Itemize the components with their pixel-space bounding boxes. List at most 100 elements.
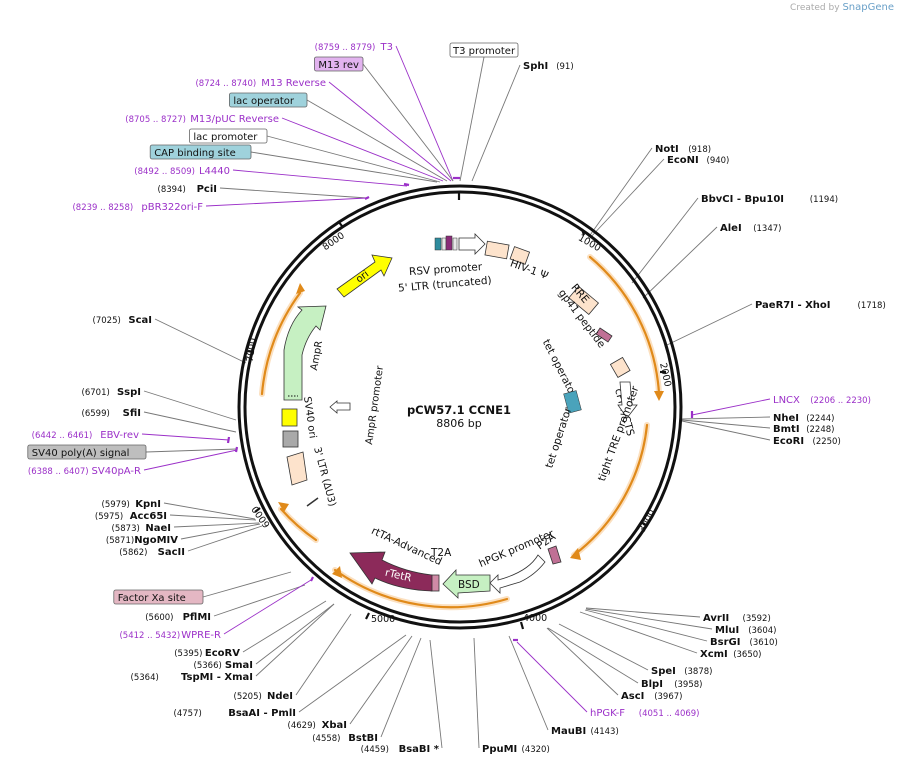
leader-line [154, 318, 247, 364]
primer-range: (8724 .. 8740) [195, 79, 256, 89]
enzyme-name: SspI [117, 387, 141, 398]
cds-arc-4-line [279, 507, 318, 542]
left-label-13: EBV-rev(6442 .. 6461) [32, 430, 139, 441]
leader-line [163, 502, 256, 520]
leader-line [558, 623, 649, 671]
leader-line [473, 637, 480, 749]
left-label-12: SfiI(6599) [82, 408, 141, 419]
primer-range: (8759 .. 8779) [315, 43, 376, 53]
cds-arc-3-line [333, 568, 509, 609]
enzyme-name: SphI [523, 61, 548, 72]
leader-line [213, 584, 306, 617]
rtetr-label: rTetR [384, 567, 413, 585]
enzyme-position: (1194) [810, 195, 838, 205]
primer-name: hPGK-F [590, 708, 625, 719]
enzyme-name: BmtI [773, 424, 800, 435]
primer-name: M13/pUC Reverse [190, 114, 279, 125]
leader-line [508, 635, 549, 731]
enzyme-name: BsaBI * [399, 744, 440, 755]
enzyme-name: AleI [720, 223, 742, 234]
leader-line [306, 99, 448, 182]
tick-label-3000: 3000 [637, 508, 658, 535]
leader-line [471, 64, 521, 182]
leader-line [579, 611, 698, 654]
right-label-18: hPGK-F(4051 .. 4069) [590, 708, 700, 719]
enzyme-position: (3610) [750, 638, 778, 648]
left-label-15: SV40pA-R(6388 .. 6407) [28, 466, 141, 477]
label-box [313, 56, 364, 72]
enzyme-name: PciI [197, 184, 217, 195]
leader-line [516, 641, 588, 713]
leader-line [145, 448, 238, 453]
primer-name: WPRE-R [181, 630, 221, 641]
enzyme-position: (5871) [106, 536, 134, 546]
tet-operator-1-label: tet operator [540, 338, 580, 400]
ltr3-box [286, 451, 308, 486]
ampr-arrow [283, 305, 327, 401]
enzyme-position: (940) [707, 156, 730, 166]
feature-label: lac operator [233, 96, 294, 107]
enzyme-name: NgoMIV [134, 535, 178, 546]
leader-line [255, 603, 335, 665]
leader-line [143, 449, 238, 471]
enzyme-name: PpuMI [482, 744, 517, 755]
label-box [188, 128, 268, 144]
rtta-arrow [349, 551, 433, 592]
enzyme-position: (4320) [522, 745, 550, 755]
enzyme-position: (2250) [813, 437, 841, 447]
leader-line [173, 522, 260, 528]
leader-line [349, 635, 413, 725]
rsv-small-4 [452, 237, 458, 251]
right-label-11: AvrII(3592) [703, 613, 771, 624]
enzyme-position: (3958) [674, 680, 702, 690]
label-box [228, 92, 308, 108]
enzyme-position: (5979) [102, 500, 130, 510]
enzyme-position: (4629) [288, 721, 316, 731]
leader-line [242, 600, 327, 653]
arrowhead-3 [332, 566, 342, 578]
primer-name: SV40pA-R [92, 466, 141, 477]
enzyme-name: SacII [158, 547, 185, 558]
enzyme-position: (5862) [119, 548, 147, 558]
label-box [113, 589, 204, 605]
ori-arrow [336, 254, 393, 298]
primer-range: (8492 .. 8509) [134, 167, 195, 177]
right-label-15: SpeI(3878) [651, 666, 712, 677]
enzyme-name: NotI [655, 144, 679, 155]
left-label-4: M13/pUC Reverse(8705 .. 8727) [125, 114, 279, 125]
left-label-10: ScaI(7025) [93, 315, 152, 326]
right-label-12: MluI(3604) [715, 625, 776, 636]
rsv-small-2 [441, 237, 447, 251]
enzyme-name: BsrGI [710, 637, 740, 648]
right-label-10: EcoRI(2250) [773, 436, 841, 447]
leader-line [266, 135, 441, 183]
enzyme-position: (4757) [174, 709, 202, 719]
arrowhead-4 [278, 502, 289, 512]
hiv-psi-box [509, 246, 531, 265]
sv40-ori-box [281, 408, 298, 427]
left-label-11: SspI(6701) [82, 387, 141, 398]
cds-arc-2-line [572, 423, 649, 557]
enzyme-name: MluI [715, 625, 739, 636]
left-label-23: WPRE-R(5412 .. 5432) [119, 630, 221, 641]
left-label-28: BsaAI - PmlI(4757) [174, 708, 296, 719]
tick-label-7000: 7000 [245, 337, 259, 362]
leader-line [143, 390, 237, 421]
bsd-label: BSD [458, 579, 480, 591]
right-label-17: AscI(3967) [621, 691, 682, 702]
left-label-1: M13 rev [313, 56, 364, 72]
left-label-17: Acc65I(5975) [95, 511, 167, 522]
sv40-polya-box [282, 430, 299, 448]
enzyme-name: ScaI [128, 315, 152, 326]
leader-line [180, 523, 261, 540]
right-labels: SphI(91)NotI(918)EcoNI(940)BbvCI - Bpu10… [482, 61, 886, 755]
leader-line [219, 187, 368, 199]
leader-line [143, 411, 237, 433]
p2a-arrow [547, 545, 562, 565]
leader-line [232, 169, 408, 187]
bsd-arrow [442, 568, 491, 599]
enzyme-name: AvrII [703, 613, 729, 624]
enzyme-position: (5395) [174, 649, 202, 659]
enzyme-position: (2244) [806, 414, 834, 424]
enzyme-position: (6599) [82, 409, 110, 419]
